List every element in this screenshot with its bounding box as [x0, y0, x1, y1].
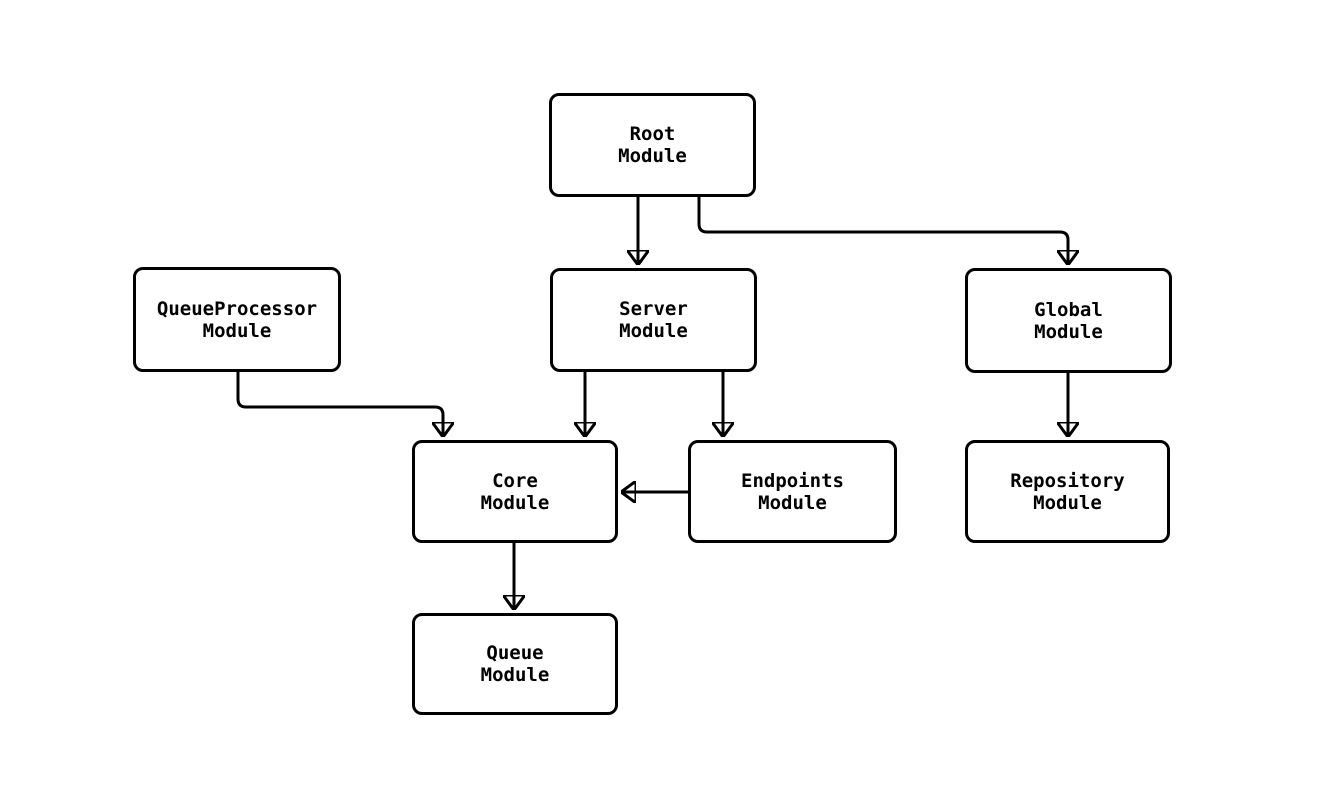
- node-label: QueueProcessor Module: [156, 297, 318, 342]
- node-queueprocessor-module: QueueProcessor Module: [133, 267, 341, 372]
- node-global-module: Global Module: [965, 268, 1172, 373]
- node-endpoints-module: Endpoints Module: [688, 440, 897, 543]
- node-repository-module: Repository Module: [965, 440, 1170, 543]
- node-server-module: Server Module: [550, 268, 757, 372]
- node-label: Endpoints Module: [741, 469, 844, 514]
- node-label: Root Module: [618, 123, 687, 167]
- node-label: Core Module: [480, 469, 550, 514]
- node-label: Repository Module: [1010, 469, 1125, 514]
- node-queue-module: Queue Module: [412, 613, 618, 715]
- edge-root-to-global: [697, 197, 1068, 265]
- node-label: Server Module: [619, 298, 688, 342]
- edge-queueprocessor-to-core: [236, 372, 443, 437]
- node-label: Global Module: [1034, 298, 1103, 343]
- node-core-module: Core Module: [412, 440, 618, 543]
- node-root-module: Root Module: [549, 93, 756, 197]
- node-label: Queue Module: [480, 642, 550, 686]
